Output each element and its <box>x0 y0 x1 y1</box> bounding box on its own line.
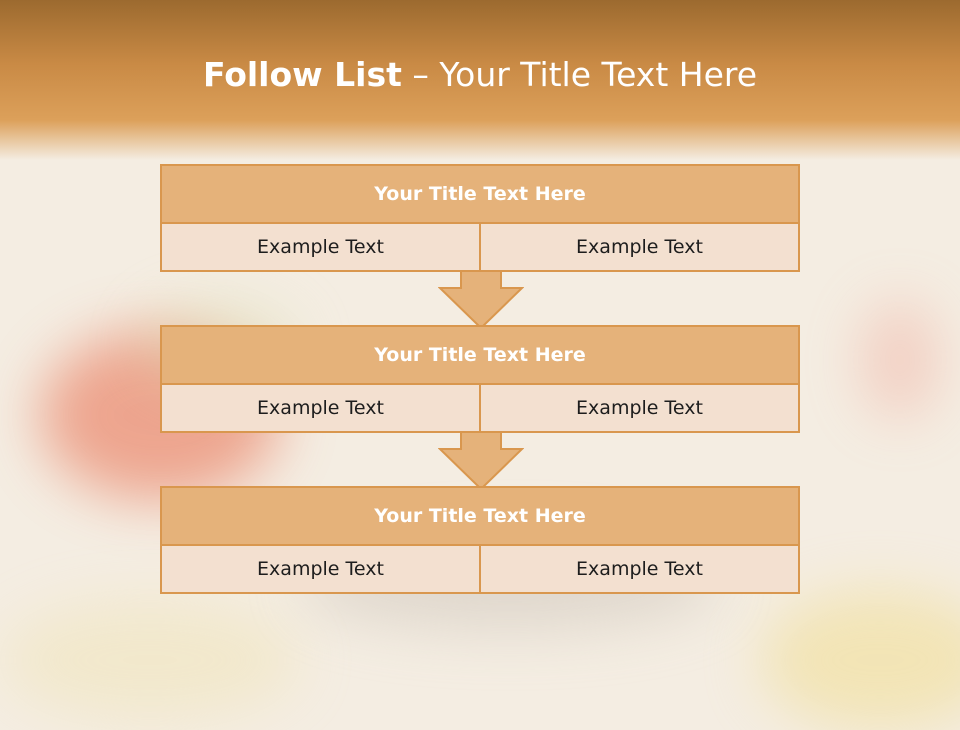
block-row: Example Text Example Text <box>162 385 798 431</box>
down-arrow-icon <box>438 431 524 491</box>
page-title-rest: – Your Title Text Here <box>401 55 758 94</box>
background-map-blur-left <box>0 600 300 720</box>
block-cell-left[interactable]: Example Text <box>257 236 384 258</box>
list-block-2: Your Title Text Here Example Text Exampl… <box>160 325 800 433</box>
page-title-bold: Follow List <box>202 55 402 94</box>
block-row: Example Text Example Text <box>162 546 798 592</box>
block-title[interactable]: Your Title Text Here <box>162 488 798 546</box>
block-cell-left[interactable]: Example Text <box>257 397 384 419</box>
block-title[interactable]: Your Title Text Here <box>162 166 798 224</box>
list-block-1: Your Title Text Here Example Text Exampl… <box>160 164 800 272</box>
block-cell-right[interactable]: Example Text <box>479 224 798 270</box>
block-cell-left[interactable]: Example Text <box>257 558 384 580</box>
block-title[interactable]: Your Title Text Here <box>162 327 798 385</box>
page-title: Follow List – Your Title Text Here <box>0 52 960 98</box>
block-row: Example Text Example Text <box>162 224 798 270</box>
background-map-blur <box>760 590 960 730</box>
down-arrow-icon <box>438 270 524 330</box>
block-cell-right[interactable]: Example Text <box>479 385 798 431</box>
background-map-blur-pink <box>860 300 940 420</box>
header-band <box>0 0 960 160</box>
list-block-3: Your Title Text Here Example Text Exampl… <box>160 486 800 594</box>
block-cell-right[interactable]: Example Text <box>479 546 798 592</box>
